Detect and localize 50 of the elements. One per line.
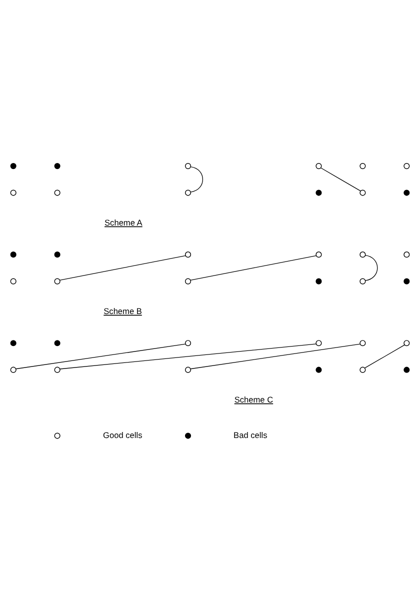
connector [190, 166, 204, 192]
node-dot [10, 252, 16, 258]
connector [190, 344, 360, 370]
label: Scheme C [234, 394, 274, 404]
node-circle [360, 163, 366, 170]
node-circle [316, 163, 322, 170]
connector [60, 344, 316, 370]
legend-label: Bad cells [234, 430, 268, 440]
node-circle [184, 278, 192, 284]
node-dot [404, 278, 410, 284]
node-dot [404, 190, 410, 196]
connector [364, 344, 405, 368]
connector [60, 255, 186, 281]
node-dot [10, 340, 16, 346]
node-circle [360, 190, 366, 196]
connector [190, 255, 317, 281]
label: Scheme A [104, 217, 142, 228]
node-circle [360, 340, 366, 346]
node-circle [54, 366, 60, 373]
node-dot [316, 190, 322, 196]
node-circle [184, 340, 192, 346]
node-circle [360, 252, 366, 258]
node-dot [10, 163, 16, 170]
node-circle [54, 278, 60, 284]
label: Scheme B [104, 306, 142, 316]
node-circle [404, 340, 410, 346]
node-circle [360, 278, 366, 284]
node-circle [184, 190, 192, 196]
node-circle [10, 190, 16, 196]
node-circle [316, 252, 322, 258]
node-circle [184, 366, 192, 373]
connector [16, 344, 186, 370]
node-circle [184, 163, 192, 170]
legend-label: Good cells [103, 430, 142, 440]
node-circle [10, 278, 16, 284]
connector [320, 168, 361, 192]
node-circle [54, 190, 60, 196]
node-circle [404, 252, 410, 258]
node-circle [360, 366, 366, 373]
connector [365, 255, 378, 281]
node-circle [316, 340, 322, 346]
node-dot [404, 366, 410, 373]
node-dot [316, 366, 322, 373]
node-dot [54, 163, 60, 170]
node-circle [404, 163, 410, 170]
node-dot [316, 278, 322, 284]
node-dot [54, 252, 60, 258]
node-circle [184, 252, 192, 258]
node-circle [10, 366, 16, 373]
node-dot [54, 340, 60, 346]
